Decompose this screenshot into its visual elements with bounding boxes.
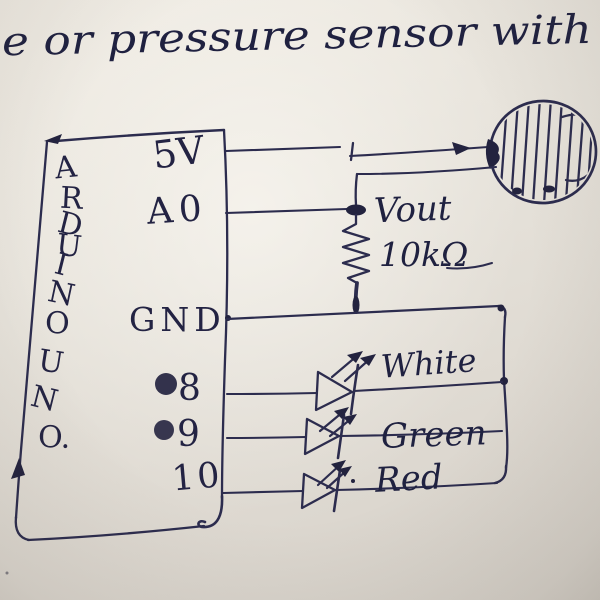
arduino-letter: N	[27, 379, 61, 419]
bus-junction-blob	[500, 377, 508, 385]
wire-5v-segment	[224, 145, 342, 153]
led-green-arrowhead-icon	[343, 414, 357, 425]
pin-label-10: 10	[170, 455, 224, 499]
led-white-label: White	[380, 341, 478, 386]
pin-8-scribble-dot	[155, 373, 177, 395]
sensor-hatch-line	[520, 104, 531, 200]
wire-gnd-and-bus	[225, 304, 509, 485]
led-red-triangle-icon	[300, 472, 337, 510]
wire-return-vertical	[354, 172, 359, 207]
wire-sensor-return	[354, 165, 498, 207]
paper-speck	[5, 571, 9, 575]
resistor-lead-blob	[352, 296, 360, 314]
sensor-hatch-line	[531, 104, 542, 200]
led-red-label: Red	[373, 457, 443, 501]
board-bottom-edge	[26, 524, 206, 542]
bus-bottom-curl	[493, 464, 508, 485]
wire-white-to-bus	[352, 380, 504, 393]
pin-label-9: 9	[177, 414, 200, 455]
sensor-ink-blob	[512, 187, 522, 195]
wire-arrow-icon	[452, 142, 471, 155]
sensor-hatch-line	[509, 104, 520, 200]
led-white-arrowhead-icon	[360, 354, 376, 366]
wire-5v-to-sensor	[224, 141, 490, 162]
board-left-arrow-icon	[11, 458, 25, 479]
sensor-body	[488, 99, 598, 205]
led-green-arrowhead-icon	[334, 407, 349, 419]
resistor-label-flourish	[446, 262, 493, 270]
wire-a0-to-vout: Vout	[224, 189, 452, 232]
board-left-edge	[14, 140, 49, 520]
arduino-letter: O	[44, 306, 70, 342]
led-red-arrowhead-icon	[331, 460, 346, 472]
ground-bus-vertical	[502, 315, 509, 470]
pin-label-5v: 5V	[150, 128, 207, 178]
arduino-letter: A	[52, 149, 79, 186]
board-corner-curl	[197, 494, 224, 529]
led-white-arrowhead-icon	[347, 351, 363, 363]
board-top-arrow-icon	[44, 134, 62, 144]
arduino-board-outline	[11, 128, 229, 542]
arduino-pin-labels: 5V A0 GND 8 9 10	[129, 128, 226, 500]
pin-label-a0: A0	[145, 188, 210, 233]
sensor-connector-stroke	[560, 113, 593, 119]
vout-label: Vout	[373, 189, 452, 232]
wire-a0-segment	[224, 207, 349, 215]
wire-gnd-horizontal	[225, 304, 501, 321]
board-right-edge	[220, 128, 229, 500]
led-green-label: Green	[380, 413, 487, 457]
wire-pin10	[221, 489, 305, 495]
sensor-hatch-line	[564, 104, 575, 200]
led-white-branch: White	[225, 341, 504, 416]
wire-pin8	[225, 391, 319, 396]
vout-node-blob	[346, 204, 366, 216]
sensor-hatch-lines	[498, 104, 593, 200]
wire-green-to-bus	[338, 429, 504, 438]
pin-9-scribble-dot	[154, 420, 174, 440]
page-title: e or pressure sensor with	[1, 7, 592, 65]
resistor-zigzag	[341, 213, 371, 285]
arduino-letter: R	[59, 181, 85, 217]
sensor-connector-stroke	[564, 173, 590, 182]
wire-return-horizontal	[356, 165, 498, 176]
pin-label-gnd: GND	[129, 300, 226, 339]
led-red-branch: Red	[221, 457, 499, 513]
sensor-hatch-line	[553, 104, 564, 200]
bus-corner-blob	[497, 304, 505, 312]
board-top-edge	[54, 128, 226, 143]
pin-label-8: 8	[178, 368, 201, 409]
board-bottom-left-corner	[14, 515, 31, 542]
wire-red-to-bus	[334, 481, 499, 492]
arduino-letter: O.	[37, 420, 71, 456]
arduino-letter: U	[54, 227, 83, 265]
led-green-triangle-icon	[303, 417, 341, 456]
led-white-triangle-icon	[314, 370, 354, 412]
sensor-ink-blob	[543, 185, 555, 193]
arduino-name-vertical: A R D U I N O U N O.	[27, 149, 86, 456]
ink-dot	[351, 479, 355, 483]
wire-pin9	[225, 435, 308, 440]
wire-hook	[349, 141, 355, 162]
sensor-terminal-blob	[485, 139, 500, 169]
led-red-arrowhead-icon	[339, 466, 352, 477]
arduino-letter: U	[36, 343, 66, 382]
resistor-10k-icon: 10kΩ	[341, 213, 493, 314]
led-green-branch: Green	[225, 407, 504, 460]
pressure-sensor-fsr-icon	[485, 99, 598, 205]
